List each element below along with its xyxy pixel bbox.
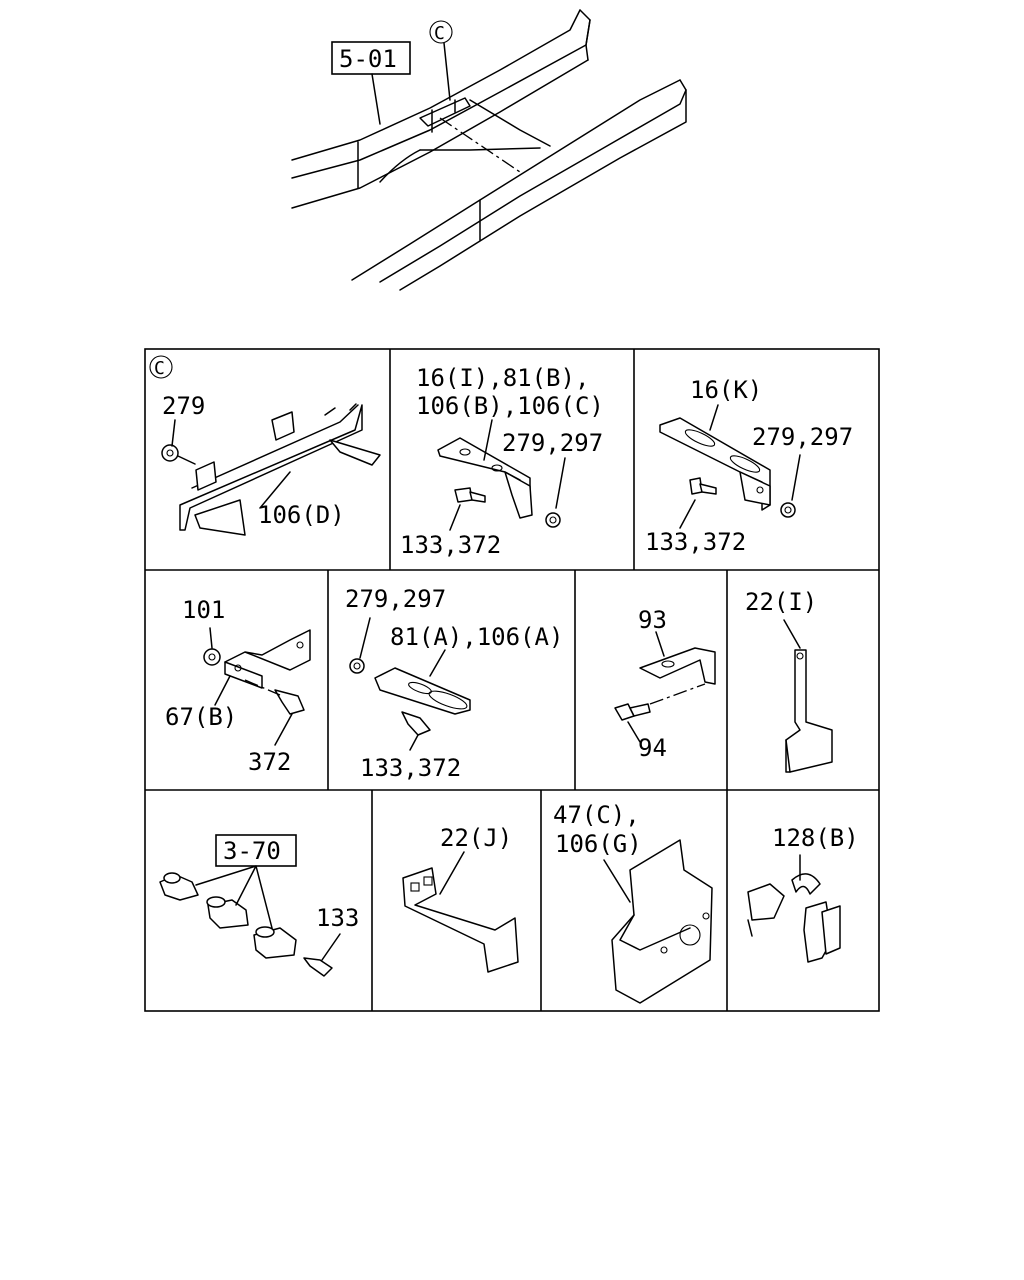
overview-view-marker-letter: C (434, 23, 445, 44)
panel-1: C 279 106(D) (149, 355, 381, 536)
slotted-plate (374, 667, 471, 715)
panel-9: 22(J) (402, 824, 519, 973)
panel-7: 22(I) (745, 588, 833, 773)
panel-3: 16(K) 279,297 133,372 (645, 376, 853, 556)
label-16i-81b: 16(I),81(B), (416, 364, 589, 392)
panel-8-ref-label: 3-70 (223, 837, 281, 865)
label-133-372: 133,372 (645, 528, 746, 556)
long-bracket (179, 403, 381, 536)
panel-4: 101 67(B) 372 (165, 596, 311, 776)
overview-ref-box: 5-01 (331, 41, 411, 125)
label-106b-106c: 106(B),106(C) (416, 392, 604, 420)
panel-8: 3-70 133 (159, 834, 359, 977)
bolt-94 (614, 703, 651, 721)
clip-128b (747, 873, 841, 963)
label-133-372: 133,372 (360, 754, 461, 782)
bolt-133 (401, 711, 431, 736)
tee-fitting (206, 896, 249, 929)
label-93: 93 (638, 606, 667, 634)
panel-5: 279,297 81(A),106(A) 133,372 (345, 585, 563, 782)
angle-bracket-67b (224, 629, 311, 689)
label-279: 279 (162, 392, 205, 420)
label-81a-106a: 81(A),106(A) (390, 623, 563, 651)
nut-279 (780, 502, 796, 518)
flat-bracket (437, 437, 533, 519)
overview-view-marker: C (429, 20, 453, 101)
bracket-22j (402, 867, 519, 973)
label-16k: 16(K) (690, 376, 762, 404)
panel-10: 47(C), 106(G) (553, 801, 713, 1004)
label-67b: 67(B) (165, 703, 237, 731)
bolt-133 (689, 477, 717, 495)
label-101: 101 (182, 596, 225, 624)
label-94: 94 (638, 734, 667, 762)
overview-ref-label: 5-01 (339, 45, 397, 73)
nut-297 (545, 512, 561, 528)
slotted-bracket (659, 417, 771, 511)
label-133-372: 133,372 (400, 531, 501, 559)
bolt-133 (454, 487, 486, 503)
label-133: 133 (316, 904, 359, 932)
panel-6: 93 94 (614, 606, 716, 762)
label-372: 372 (248, 748, 291, 776)
nut-101 (203, 648, 221, 666)
label-279-297: 279,297 (752, 423, 853, 451)
parts-grid (144, 348, 880, 1012)
mud-guard-plate (611, 839, 713, 1004)
frame-overview (291, 9, 687, 291)
nut-279 (349, 658, 365, 674)
panel-11: 128(B) (747, 824, 859, 963)
label-279-297: 279,297 (502, 429, 603, 457)
strap-22i (785, 649, 833, 773)
label-128b: 128(B) (772, 824, 859, 852)
bolt-372 (274, 689, 305, 715)
label-106d: 106(D) (258, 501, 345, 529)
cross-fitting (253, 926, 297, 959)
label-106g: 106(G) (555, 830, 642, 858)
panel-1-view-marker: C (154, 358, 165, 379)
label-22i: 22(I) (745, 588, 817, 616)
label-279-297: 279,297 (345, 585, 446, 613)
nut-279 (161, 444, 196, 465)
bolt-133 (303, 957, 333, 977)
label-47c: 47(C), (553, 801, 640, 829)
panel-2: 16(I),81(B), 106(B),106(C) 279,297 133,3… (400, 364, 604, 559)
label-22j: 22(J) (440, 824, 512, 852)
elbow-fitting (159, 872, 199, 901)
bracket-93 (639, 647, 716, 685)
